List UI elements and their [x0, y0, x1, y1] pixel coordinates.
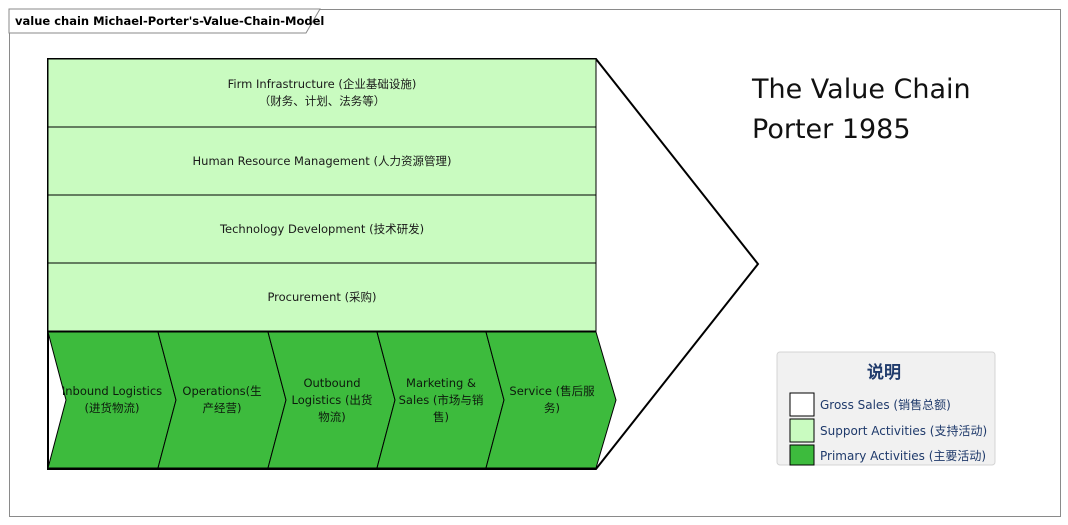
support-activity-technology-development[interactable]: Technology Development (技术研发) [47, 194, 597, 264]
support-activity-human-resource-management[interactable]: Human Resource Management (人力资源管理) [47, 126, 597, 196]
primary-activity-label-line1: Service (售后服 [509, 384, 595, 398]
primary-activity-operations[interactable]: Operations(生 产经营) [157, 331, 287, 469]
primary-activity-chevron [157, 331, 287, 469]
legend: 说明 Gross Sales (销售总额) Support Activities… [776, 351, 996, 466]
primary-activity-label-line3: 售) [433, 410, 449, 424]
legend-swatch-gross-sales [789, 392, 815, 417]
support-activity-box [47, 194, 597, 264]
primary-activities: Inbound Logistics (进货物流) Operations(生 产经… [47, 331, 617, 469]
primary-activity-label-line1: Inbound Logistics [62, 384, 162, 398]
legend-title: 说明 [867, 362, 901, 383]
support-activities: Firm Infrastructure (企业基础设施) （财务、计划、法务等）… [47, 58, 597, 332]
diagram-tab-title: value chain Michael-Porter's-Value-Chain… [15, 14, 324, 28]
support-activity-procurement[interactable]: Procurement (采购) [47, 262, 597, 332]
primary-activity-marketing-sales[interactable]: Marketing & Sales (市场与销 售) [376, 331, 505, 469]
primary-activity-chevron [485, 331, 617, 469]
support-activity-firm-infrastructure[interactable]: Firm Infrastructure (企业基础设施) （财务、计划、法务等） [47, 58, 597, 128]
primary-activity-label-line1: Operations(生 [182, 384, 261, 398]
legend-panel [776, 351, 996, 466]
primary-activity-label-line2: Logistics (出货 [292, 393, 373, 407]
value-chain-title-line1: The Value Chain [751, 74, 971, 105]
support-activity-label-line2: （财务、计划、法务等） [259, 94, 386, 108]
support-activity-box [47, 58, 597, 128]
support-activity-label-line1: Firm Infrastructure (企业基础设施) [228, 77, 417, 91]
primary-activity-label-line1: Marketing & [406, 376, 476, 390]
primary-activity-label-line2: 产经营) [203, 401, 242, 415]
primary-activity-chevron [47, 331, 177, 469]
legend-label-primary-activities: Primary Activities (主要活动) [820, 449, 986, 463]
primary-activity-label-line2: (进货物流) [85, 401, 140, 415]
diagram-tab-shape [8, 8, 321, 34]
legend-label-support-activities: Support Activities (支持活动) [820, 423, 987, 438]
value-chain-title-line2: Porter 1985 [752, 114, 911, 145]
legend-swatch-support-activities [789, 418, 815, 443]
support-activity-label: Human Resource Management (人力资源管理) [193, 154, 452, 168]
support-activity-label: Technology Development (技术研发) [219, 222, 424, 236]
primary-activity-inbound-logistics[interactable]: Inbound Logistics (进货物流) [47, 331, 177, 469]
primary-activity-label-line1: Outbound [303, 376, 360, 390]
value-chain-title: The Value Chain Porter 1985 [751, 74, 971, 145]
primary-activity-label-line2: Sales (市场与销 [399, 393, 484, 407]
primary-activity-label-line3: 物流) [318, 410, 346, 424]
primary-activity-outbound-logistics[interactable]: Outbound Logistics (出货 物流) [267, 331, 396, 469]
support-activity-box [47, 262, 597, 332]
legend-label-gross-sales: Gross Sales (销售总额) [820, 397, 951, 412]
primary-activity-label-line2: 务) [544, 401, 560, 415]
legend-swatch-primary-activities [789, 444, 815, 466]
support-activity-label: Procurement (采购) [267, 290, 376, 304]
diagram-tab: value chain Michael-Porter's-Value-Chain… [8, 8, 324, 34]
primary-activity-service[interactable]: Service (售后服 务) [485, 331, 617, 469]
